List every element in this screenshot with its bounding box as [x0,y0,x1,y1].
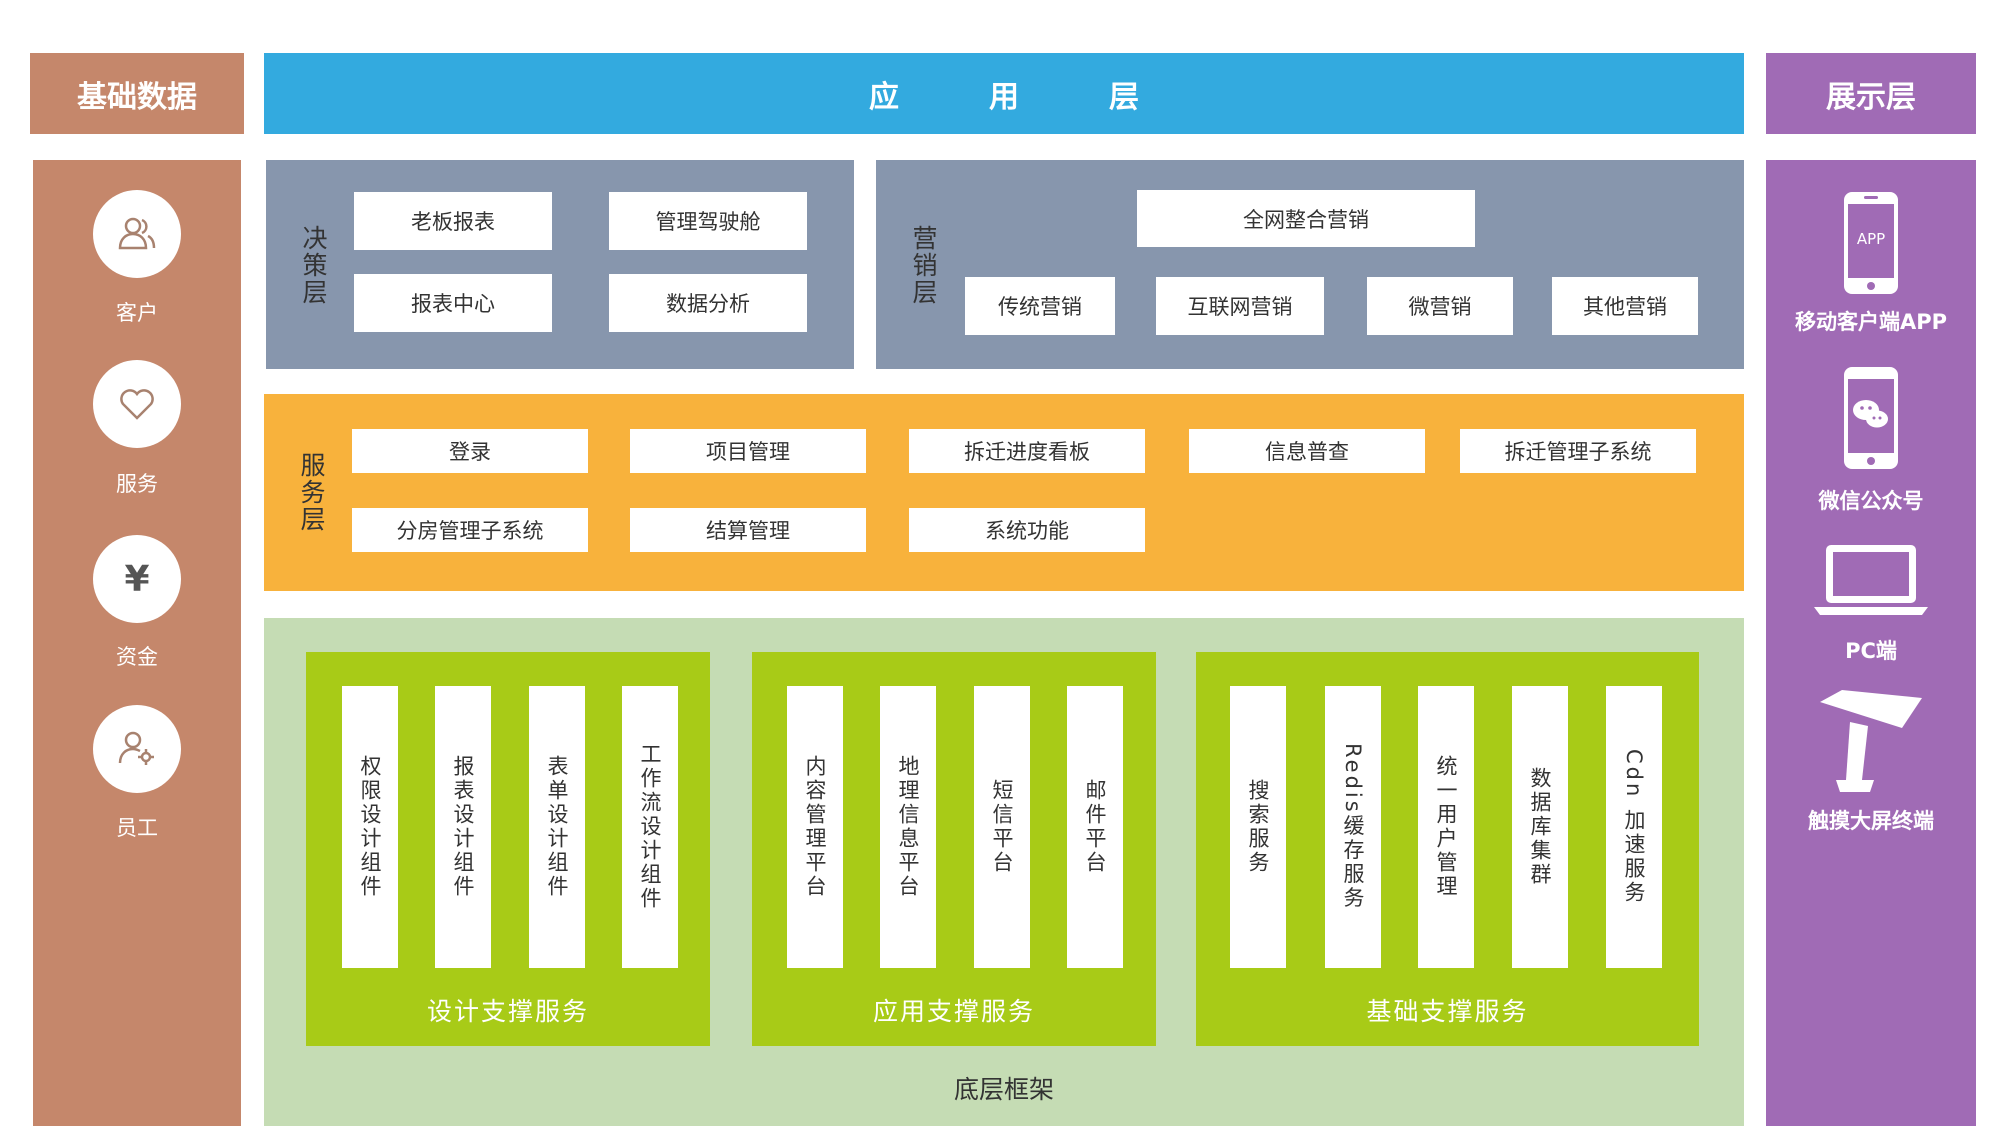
pillar-report-design: 报表设计组件 [435,686,491,968]
application-support-group: 内容管理平台 地理信息平台 短信平台 邮件平台 应用支撑服务 [752,652,1156,1046]
customer-label: 客户 [116,301,158,325]
service-item-project-mgmt: 项目管理 [630,429,866,473]
wechat-label: 微信公众号 [1818,489,1924,513]
infrastructure-support-title: 基础支撑服务 [1366,997,1529,1026]
pillar-cdn: Cdn 加速服务 [1606,686,1662,968]
decision-layer-label: 决策层 [299,225,328,306]
marketing-layer-label: 营销层 [909,225,938,306]
base-framework: 权限设计组件 报表设计组件 表单设计组件 工作流设计组件 设计支撑服务 内容管理… [264,618,1744,1126]
laptop-icon [1814,545,1928,615]
funds-label: 资金 [116,645,158,669]
marketing-item-micro: 微营销 [1367,277,1513,335]
marketing-item-internet: 互联网营销 [1156,277,1324,335]
marketing-layer: 营销层 全网整合营销 传统营销 互联网营销 微营销 其他营销 [876,160,1744,369]
heart-icon [120,389,154,420]
right-panel: APP 移动客户端APP 微信公众号 PC端 触摸大屏终端 [1766,160,1976,1126]
pillar-search-service: 搜索服务 [1230,686,1286,968]
left-panel: 客户 服务 ¥ 资金 员工 [33,160,241,1126]
design-support-title: 设计支撑服务 [426,997,589,1026]
service-item-demolition-subsystem: 拆迁管理子系统 [1460,429,1696,473]
header-base-data-label: 基础数据 [77,79,197,115]
infrastructure-support-group: 搜索服务 Redis缓存服务 统一用户管理 数据库集群 Cdn 加速服务 基础支… [1196,652,1699,1046]
decision-item-boss-report: 老板报表 [354,192,552,250]
service-item-system-functions: 系统功能 [909,508,1145,552]
decision-item-report-center: 报表中心 [354,274,552,332]
phone-app-icon [1844,192,1898,294]
header-base-data: 基础数据 [30,53,244,134]
header-presentation-layer: 展示层 [1766,53,1976,134]
service-item-progress-board: 拆迁进度看板 [909,429,1145,473]
marketing-item-traditional: 传统营销 [965,277,1115,335]
pillar-permission: 权限设计组件 [342,686,398,968]
pillar-content-platform: 内容管理平台 [787,686,843,968]
header-application-label: 应 用 层 [869,79,1139,115]
service-label: 服务 [116,472,158,496]
staff-circle [93,705,181,793]
pillar-geo-platform: 地理信息平台 [880,686,936,968]
kiosk-icon [1820,690,1922,792]
pillar-redis-cache: Redis缓存服务 [1325,686,1381,968]
decision-item-data-analysis: 数据分析 [609,274,807,332]
base-framework-label: 底层框架 [953,1075,1054,1104]
users-icon [118,217,156,250]
kiosk-label: 触摸大屏终端 [1808,809,1934,833]
marketing-item-integrated: 全网整合营销 [1137,190,1475,247]
pillar-unified-user: 统一用户管理 [1418,686,1474,968]
decision-layer: 决策层 老板报表 管理驾驶舱 报表中心 数据分析 [266,160,854,369]
pillar-db-cluster: 数据库集群 [1512,686,1568,968]
service-item-housing-subsystem: 分房管理子系统 [352,508,588,552]
service-layer: 服务层 登录 项目管理 拆迁进度看板 信息普查 拆迁管理子系统 分房管理子系统 … [264,394,1744,591]
funds-circle: ¥ [93,535,181,623]
header-presentation-label: 展示层 [1826,79,1916,115]
pillar-mail-platform: 邮件平台 [1067,686,1123,968]
service-item-login: 登录 [352,429,588,473]
header-application-layer: 应 用 层 [264,53,1744,134]
mobile-app-label: 移动客户端APP [1794,310,1948,334]
customer-circle [93,190,181,278]
wechat-phone-icon [1844,367,1898,469]
service-item-settlement: 结算管理 [630,508,866,552]
pillar-form-design: 表单设计组件 [529,686,585,968]
pillar-sms-platform: 短信平台 [974,686,1030,968]
service-circle [93,360,181,448]
yen-icon: ¥ [124,558,150,600]
user-gear-icon [118,731,154,765]
decision-item-cockpit: 管理驾驶舱 [609,192,807,250]
app-badge-text: APP [1856,230,1886,248]
pillar-workflow-design: 工作流设计组件 [622,686,678,968]
application-support-title: 应用支撑服务 [872,997,1035,1026]
service-layer-label: 服务层 [297,452,326,533]
pc-label: PC端 [1845,639,1897,663]
marketing-item-other: 其他营销 [1552,277,1698,335]
design-support-group: 权限设计组件 报表设计组件 表单设计组件 工作流设计组件 设计支撑服务 [306,652,710,1046]
staff-label: 员工 [116,816,158,840]
service-item-census: 信息普查 [1189,429,1425,473]
